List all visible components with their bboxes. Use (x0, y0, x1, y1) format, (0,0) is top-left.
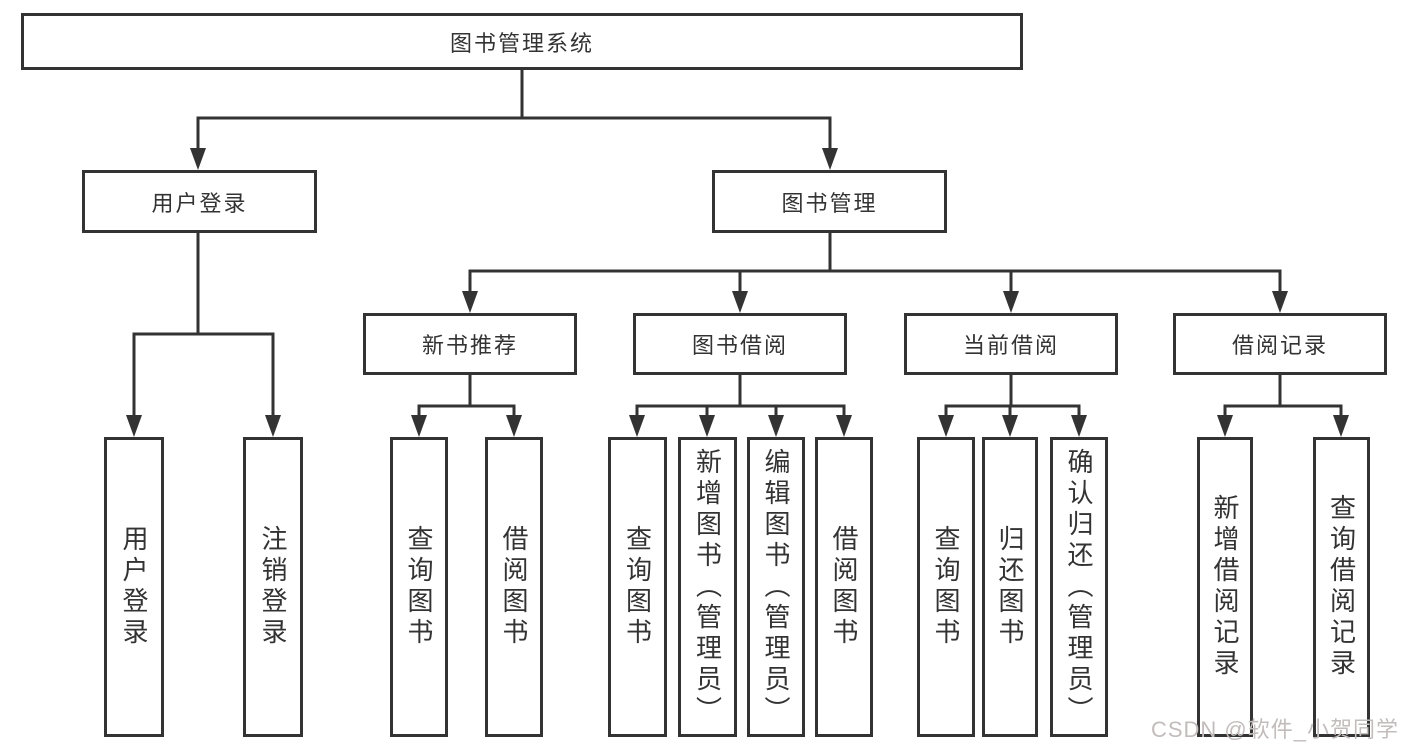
node-book-borrow-label: 图书借阅 (691, 333, 788, 358)
leaf-recommend-borrow-books: 借阅图书 (485, 437, 543, 737)
node-root: 图书管理系统 (21, 13, 1023, 70)
leaf-user-login-label: 用户登录 (119, 525, 149, 649)
node-book-management: 图书管理 (712, 170, 947, 233)
node-user-login-label: 用户登录 (151, 190, 248, 216)
node-borrow-records: 借阅记录 (1173, 313, 1387, 375)
leaf-current-query-books-label: 查询图书 (931, 525, 961, 649)
node-book-management-label: 图书管理 (781, 190, 878, 216)
leaf-recommend-borrow-books-label: 借阅图书 (499, 525, 529, 649)
leaf-user-login: 用户登录 (104, 437, 164, 737)
leaf-current-query-books: 查询图书 (917, 437, 975, 737)
leaf-current-confirm-return-label: 确认归还（管理员） (1064, 447, 1094, 727)
leaf-records-query-record: 查询借阅记录 (1313, 437, 1370, 737)
leaf-borrow-edit-books-label: 编辑图书（管理员） (761, 447, 791, 727)
leaf-records-query-record-label: 查询借阅记录 (1326, 494, 1357, 680)
leaf-recommend-query-books: 查询图书 (390, 437, 448, 737)
arrowheads (126, 148, 1349, 437)
leaf-logout: 注销登录 (243, 437, 303, 737)
node-user-login: 用户登录 (82, 170, 317, 233)
leaf-borrow-borrow-books: 借阅图书 (815, 437, 873, 737)
leaf-borrow-edit-books: 编辑图书（管理员） (747, 437, 805, 737)
watermark: CSDN @软件_小贺同学 (1150, 717, 1399, 742)
node-new-book-recommend-label: 新书推荐 (421, 333, 518, 358)
node-current-borrow-label: 当前借阅 (962, 333, 1059, 358)
leaf-borrow-query-books: 查询图书 (608, 437, 667, 737)
leaf-current-return-books: 归还图书 (982, 437, 1038, 737)
leaf-borrow-query-books-label: 查询图书 (622, 525, 653, 649)
leaf-borrow-add-books: 新增图书（管理员） (678, 437, 737, 737)
node-new-book-recommend: 新书推荐 (363, 313, 577, 375)
leaf-records-add-record-label: 新增借阅记录 (1210, 494, 1240, 680)
node-current-borrow: 当前借阅 (904, 313, 1118, 375)
leaf-borrow-borrow-books-label: 借阅图书 (829, 525, 859, 649)
leaf-borrow-add-books-label: 新增图书（管理员） (692, 447, 723, 727)
node-borrow-records-label: 借阅记录 (1231, 333, 1328, 358)
node-book-borrow: 图书借阅 (633, 313, 847, 375)
leaf-current-return-books-label: 归还图书 (995, 525, 1025, 649)
leaf-records-add-record: 新增借阅记录 (1197, 437, 1253, 737)
leaf-logout-label: 注销登录 (258, 525, 288, 649)
leaf-current-confirm-return: 确认归还（管理员） (1050, 437, 1108, 737)
leaf-recommend-query-books-label: 查询图书 (404, 525, 434, 649)
node-root-label: 图书管理系统 (449, 30, 594, 56)
